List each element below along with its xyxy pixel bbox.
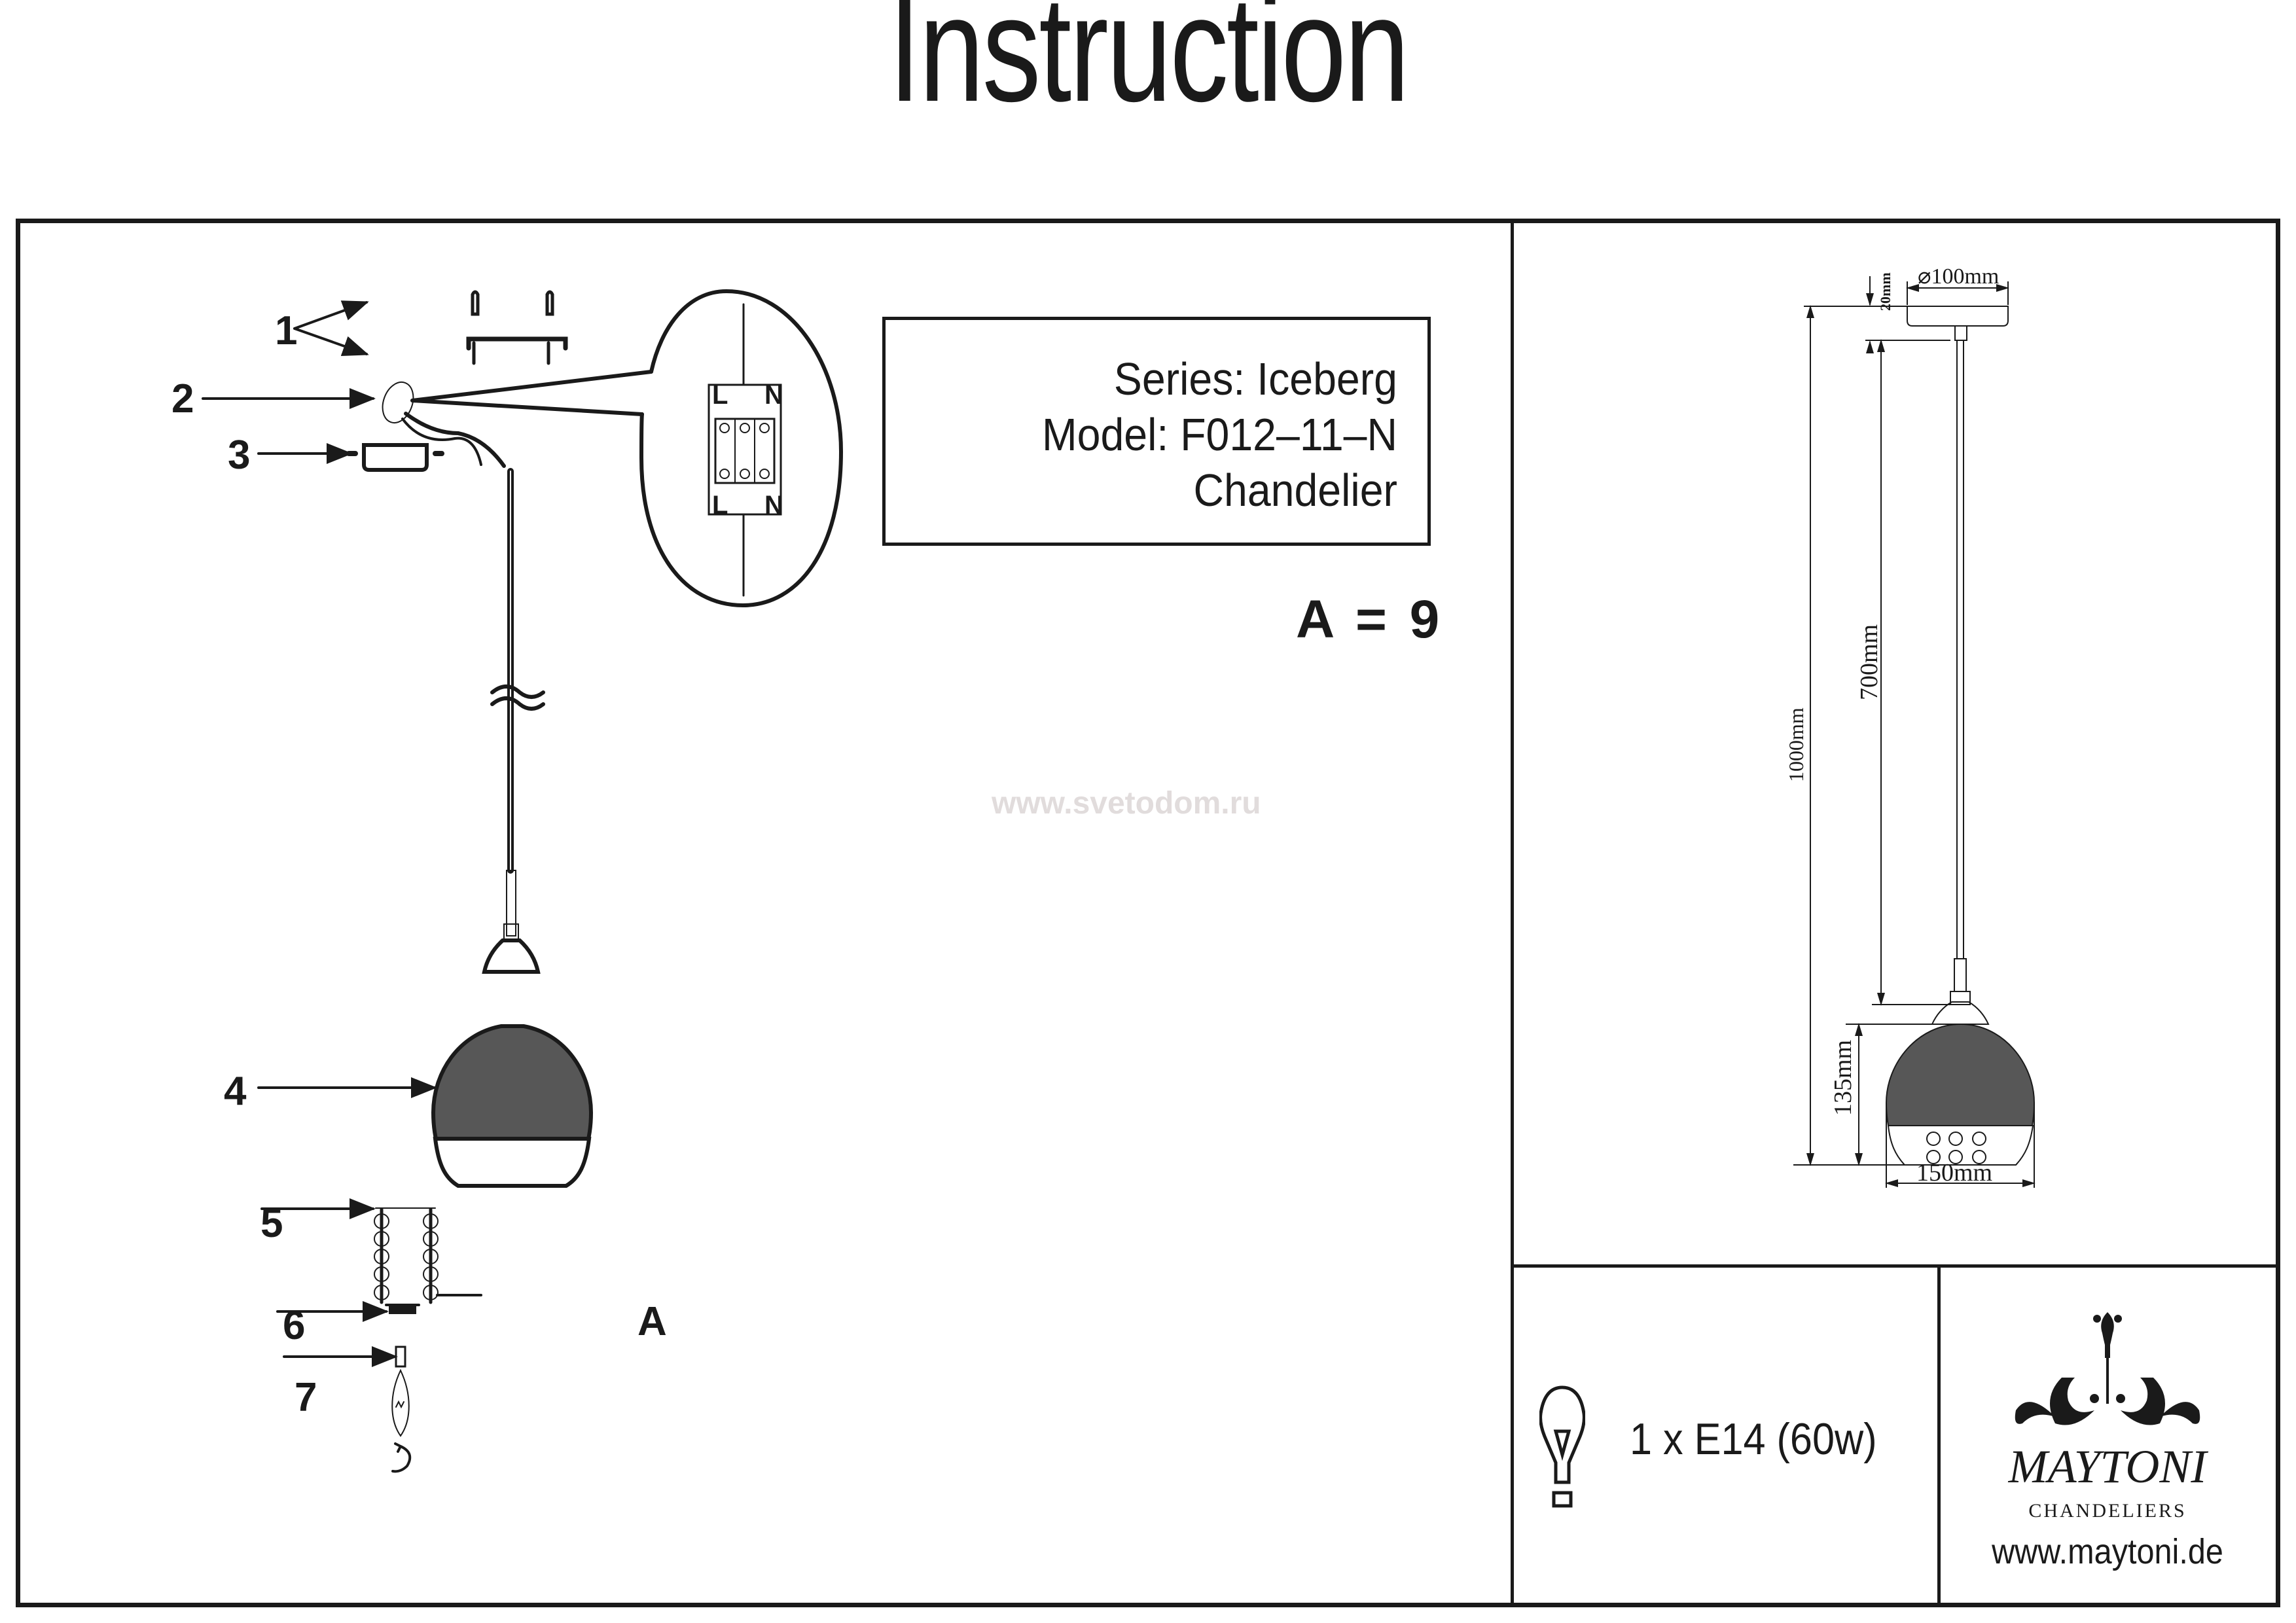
canopy-diameter-label: ⌀100mm [1918, 264, 2000, 289]
callout-1: 1 [275, 308, 298, 353]
lamp-spec: 1 x E14 (60w) [1630, 1414, 1877, 1464]
shade-height-label: 135mm [1829, 1039, 1857, 1116]
terminal-block-icon [382, 382, 414, 423]
brand-url-link[interactable]: www.maytoni.de [1992, 1532, 2223, 1571]
screw-icon [472, 341, 550, 365]
canopy-outline [1907, 306, 2009, 327]
candle-bulb-icon [391, 1368, 410, 1437]
mounting-bracket-icon [466, 336, 568, 351]
brand-name: MAYTONI [2008, 1440, 2207, 1493]
callout-1-arrow-bottom [293, 327, 369, 357]
total-height-label: 1000mm [1784, 707, 1808, 782]
divider-vertical-footer [1937, 1264, 1941, 1607]
divider-horizontal [1511, 1264, 2280, 1268]
holder-cup-outline [1931, 1001, 1990, 1025]
watermark: www.svetodom.ru [992, 786, 1261, 821]
callout-3: 3 [228, 433, 251, 478]
main-frame [16, 219, 2280, 1607]
callout-7: 7 [295, 1375, 317, 1420]
ceiling-canopy-icon [362, 443, 429, 472]
shade-width-label: 150mm [1916, 1159, 1993, 1186]
cable-break-icon [490, 685, 545, 711]
callout-2: 2 [171, 376, 194, 421]
maytoni-logo-icon [2015, 1312, 2200, 1425]
crystals-outline [1926, 1132, 1986, 1164]
assembly-drawing [202, 289, 844, 1473]
detail-bubble [639, 289, 844, 608]
dimension-drawing [1793, 276, 2036, 1188]
model-label: Model: F012–11–N [1042, 409, 1397, 460]
product-info-box: Series: Iceberg Model: F012–11–N Chandel… [882, 317, 1431, 546]
crystal-strand-right [423, 1207, 439, 1304]
callout-4: 4 [224, 1069, 247, 1114]
divider-vertical [1511, 219, 1514, 1607]
rotate-arrow-icon [391, 1442, 412, 1473]
terminal-block-detail [708, 383, 782, 516]
brand-subtitle: CHANDELIERS [2028, 1500, 2187, 1522]
parts-count-note: A = 9 [1296, 590, 1444, 649]
cable-length-label: 700mm [1856, 624, 1883, 700]
lamp-holder-cup [482, 938, 541, 974]
light-bulb-icon [1539, 1385, 1585, 1508]
page-title: Instruction [888, 0, 1409, 133]
crystal-strand-left [374, 1207, 389, 1304]
canopy-height-label: 20mm [1877, 272, 1893, 311]
callout-1-arrow-top [293, 300, 369, 330]
type-label: Chandelier [1193, 465, 1397, 516]
callout-a: A [637, 1299, 667, 1344]
wall-plug-icon [471, 290, 554, 316]
shade-ring-icon [389, 1305, 416, 1314]
series-label: Series: Iceberg [1113, 353, 1397, 404]
